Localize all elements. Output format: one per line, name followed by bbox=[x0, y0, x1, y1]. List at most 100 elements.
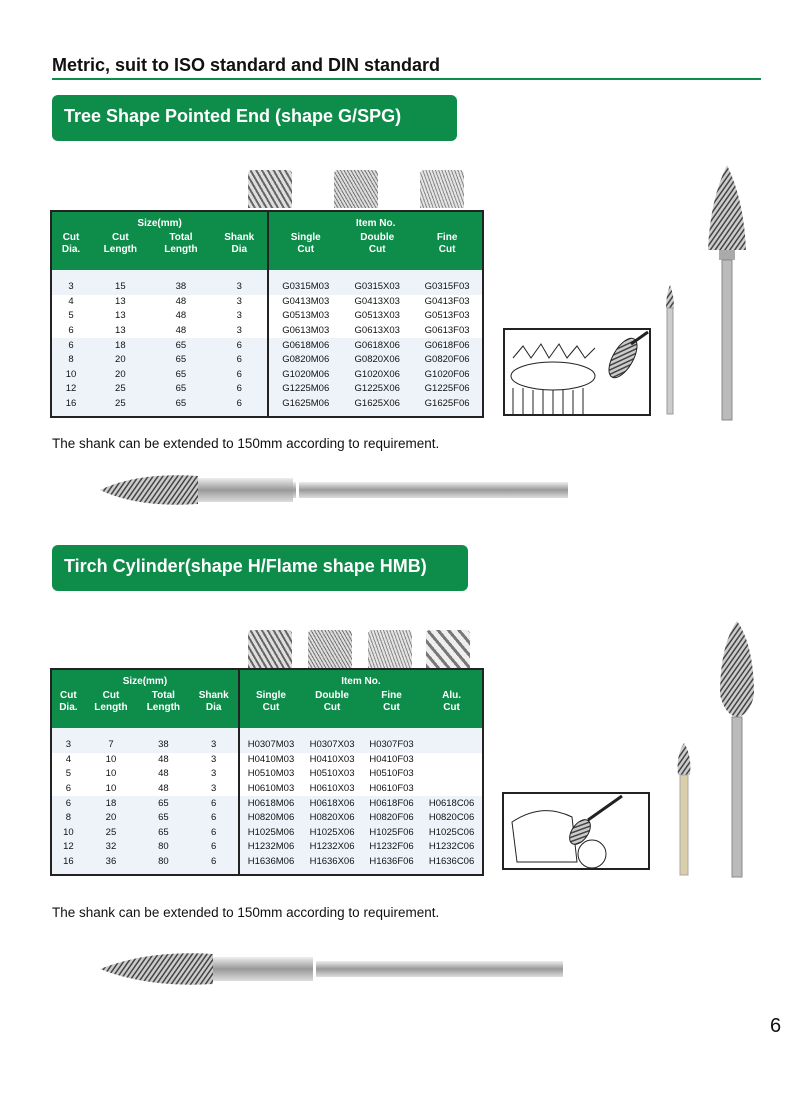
alu-cut-thumbnail bbox=[426, 630, 470, 668]
spacer-cell bbox=[267, 411, 343, 418]
size-cell: 3 bbox=[211, 280, 269, 295]
burr-horizontal-g-image bbox=[100, 475, 568, 505]
size-cell: 6 bbox=[211, 367, 269, 383]
item-number-cell: H1025C06 bbox=[421, 825, 483, 841]
size-cell: 6 bbox=[189, 825, 239, 841]
item-number-cell: H0610M03 bbox=[237, 781, 303, 797]
size-cell: 32 bbox=[84, 840, 138, 855]
size-cell: 65 bbox=[137, 810, 190, 826]
item-number-cell: H1636M06 bbox=[237, 854, 303, 870]
item-number-cell: H0820C06 bbox=[421, 810, 483, 826]
spacer-cell bbox=[137, 869, 190, 876]
spacer-cell bbox=[51, 728, 85, 738]
spacer-cell bbox=[237, 869, 303, 876]
spacer-cell bbox=[51, 411, 91, 418]
size-cell: 48 bbox=[175, 325, 187, 337]
item-number-cell: G1225M06 bbox=[267, 382, 343, 397]
item-number-cell: H0618C06 bbox=[421, 796, 483, 811]
size-cell: 5 bbox=[65, 768, 72, 780]
size-cell: 6 bbox=[189, 810, 239, 826]
item-number-cell: G0820X06 bbox=[342, 352, 413, 368]
item-number-cell: H0307X03 bbox=[302, 738, 362, 753]
spacer-cell bbox=[342, 411, 413, 418]
item-number-cell: H0410X03 bbox=[309, 753, 355, 765]
size-cell: 5 bbox=[68, 310, 74, 322]
single-cut-thumbnail bbox=[248, 630, 292, 668]
size-cell: 13 bbox=[115, 325, 126, 337]
item-number-cell: G0315X03 bbox=[342, 280, 413, 295]
size-cell: 15 bbox=[90, 280, 151, 295]
spacer-cell bbox=[412, 270, 483, 280]
size-cell: 3 bbox=[211, 753, 217, 765]
item-group-header: Item No. bbox=[237, 669, 483, 688]
spacer-cell bbox=[421, 728, 483, 738]
title-divider bbox=[52, 78, 761, 80]
size-cell: 10 bbox=[51, 825, 85, 841]
single-cut-thumbnail bbox=[248, 170, 292, 208]
item-number-cell: H0618F06 bbox=[361, 796, 422, 811]
item-number-cell: G0820F06 bbox=[412, 352, 483, 368]
size-cell: 48 bbox=[175, 310, 187, 322]
size-cell: 6 bbox=[189, 854, 239, 870]
item-number-cell bbox=[421, 738, 483, 753]
size-cell: 10 bbox=[105, 768, 117, 780]
fine-cut-thumbnail bbox=[420, 170, 464, 208]
spacer-cell bbox=[302, 869, 362, 876]
hammer-application-diagram bbox=[502, 792, 650, 870]
size-cell: 12 bbox=[51, 840, 85, 855]
size-cell: 10 bbox=[105, 753, 117, 765]
size-cell: 12 bbox=[51, 382, 91, 397]
item-number-cell bbox=[421, 767, 483, 782]
burr-vertical-g-image bbox=[666, 165, 746, 421]
item-number-cell: H0618X06 bbox=[302, 796, 362, 811]
size-cell: 10 bbox=[51, 367, 91, 383]
size-cell: 8 bbox=[51, 352, 91, 368]
size-cell: 7 bbox=[84, 738, 138, 753]
section-banner-g: Tree Shape Pointed End (shape G/SPG) bbox=[52, 95, 457, 141]
spacer-cell bbox=[412, 411, 483, 418]
spacer-cell bbox=[421, 869, 483, 876]
item-number-cell: G1625F06 bbox=[412, 396, 483, 412]
size-cell: 80 bbox=[137, 854, 190, 870]
spacer-cell bbox=[90, 411, 151, 418]
size-cell: 48 bbox=[158, 768, 169, 780]
spacer-cell bbox=[267, 270, 343, 280]
page-title: Metric, suit to ISO standard and DIN sta… bbox=[52, 55, 441, 75]
item-number-cell: H1232X06 bbox=[302, 840, 362, 855]
size-cell: 20 bbox=[90, 367, 151, 383]
size-cell: 3 bbox=[211, 768, 217, 780]
size-cell: 8 bbox=[51, 810, 85, 826]
size-cell: 6 bbox=[189, 796, 239, 811]
spacer-cell bbox=[211, 411, 269, 418]
size-cell: 20 bbox=[90, 352, 151, 368]
size-cell: 6 bbox=[211, 338, 269, 353]
item-number-cell: G0618M06 bbox=[267, 338, 343, 353]
size-group-header: Size(mm) bbox=[51, 211, 269, 230]
section-banner-h: Tirch Cylinder(shape H/Flame shape HMB) bbox=[52, 545, 468, 591]
item-number-cell: H0618M06 bbox=[237, 796, 303, 811]
item-number-cell: H0510X03 bbox=[309, 768, 355, 780]
size-cell: 65 bbox=[150, 396, 212, 412]
spacer-cell bbox=[90, 270, 151, 280]
size-cell: 18 bbox=[90, 338, 151, 353]
item-number-cell bbox=[421, 753, 483, 768]
item-number-cell: G1225X06 bbox=[342, 382, 413, 397]
table-spacer bbox=[51, 270, 483, 280]
item-number-cell: G1020F06 bbox=[412, 367, 483, 383]
